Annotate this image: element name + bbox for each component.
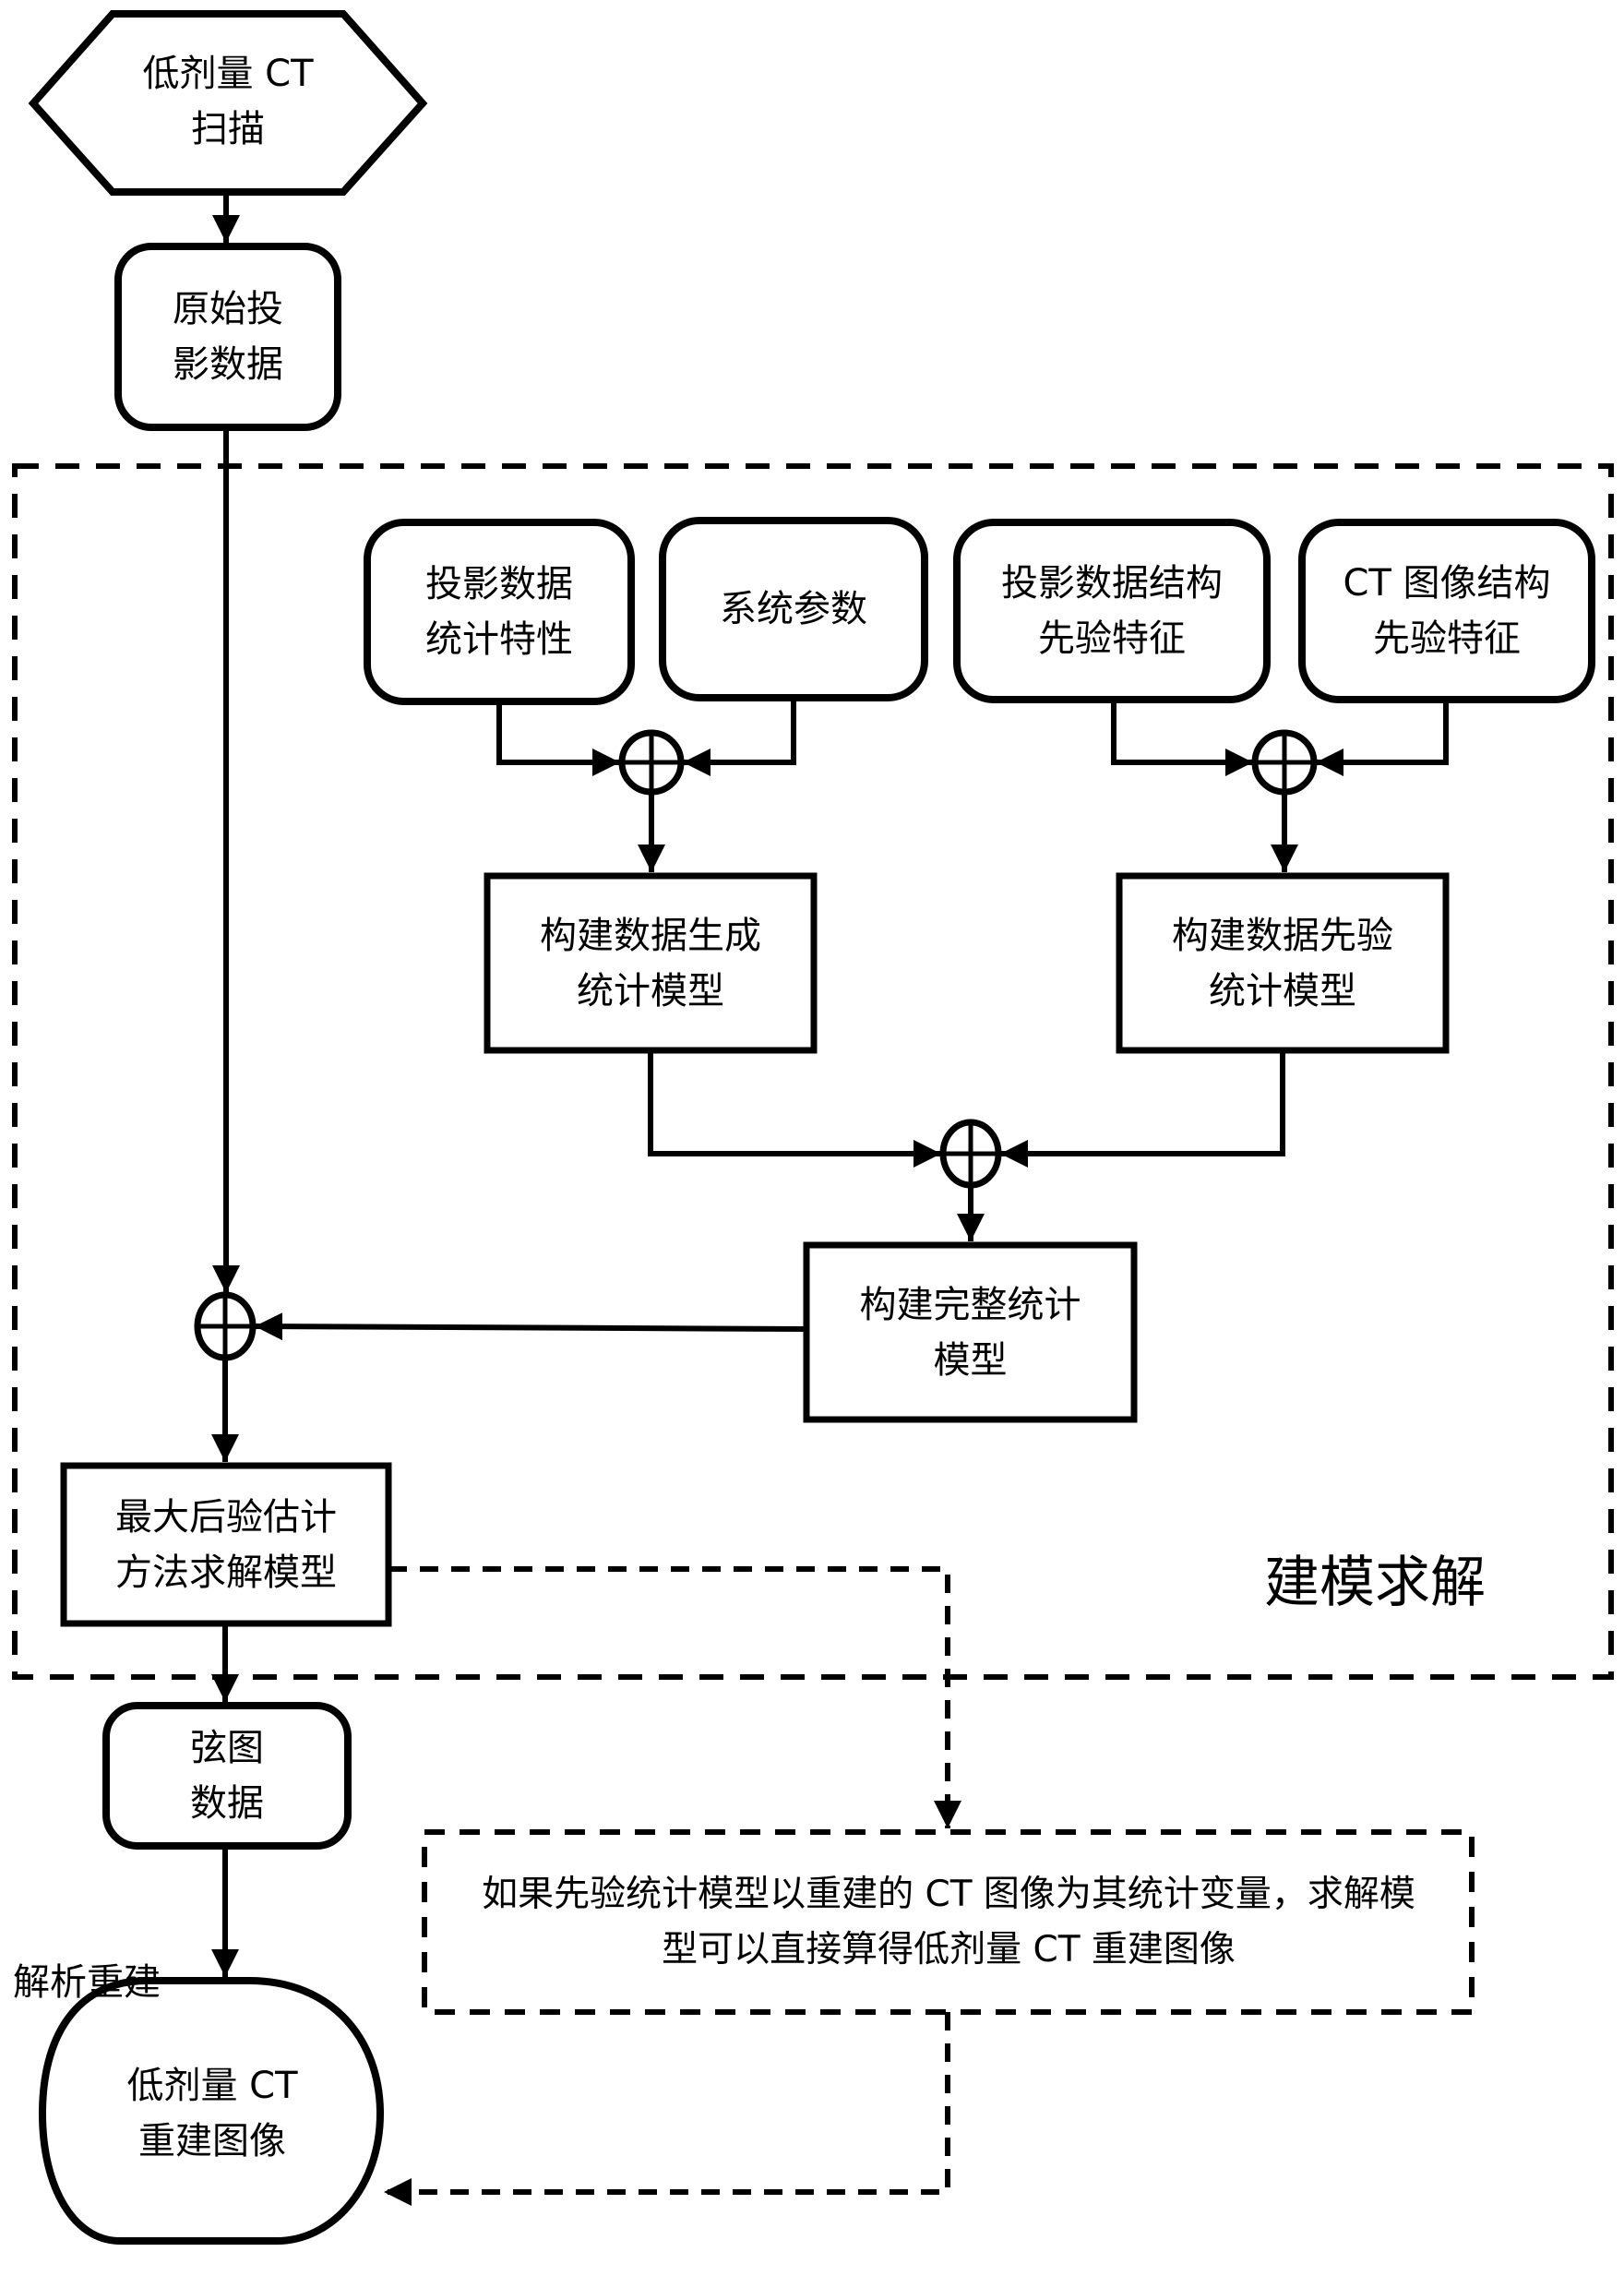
edge-imageprior-to-sum2 bbox=[1316, 700, 1449, 776]
recon-image-node-shape[interactable] bbox=[38, 1977, 385, 2245]
image-prior-node-label: CT 图像结构 先验特征 bbox=[1343, 562, 1551, 660]
edge-projprior-to-sum2 bbox=[1111, 700, 1253, 776]
full-model-node-label: 构建完整统计 模型 bbox=[859, 1283, 1081, 1382]
map-solve-node-shape[interactable] bbox=[60, 1462, 392, 1627]
sinogram-node-label: 弦图 数据 bbox=[190, 1727, 264, 1825]
edge-note-to-recon bbox=[384, 2012, 950, 2206]
modeling-group-title: 建模求解 bbox=[1264, 1551, 1486, 1615]
recon-image-node-label: 低剂量 CT 重建图像 bbox=[126, 2065, 298, 2162]
scan-node-label: 低剂量 CT 扫描 bbox=[142, 53, 314, 150]
edge-genmodel-to-sum3 bbox=[648, 1050, 941, 1168]
edge-fullmodel-to-sum4 bbox=[254, 1312, 807, 1341]
prior-model-node-label: 构建数据先验 统计模型 bbox=[1172, 914, 1393, 1012]
raw-projection-node-shape[interactable] bbox=[114, 243, 341, 431]
edge-priormodel-to-sum3 bbox=[1000, 1050, 1285, 1168]
modeling-group-frame bbox=[12, 463, 1614, 1680]
raw-projection-node-label: 原始投 影数据 bbox=[173, 288, 283, 386]
proj-stats-node-label: 投影数据 统计特性 bbox=[425, 563, 573, 661]
full-model-node-shape[interactable] bbox=[803, 1241, 1138, 1423]
analytic-recon-edge-label: 解析重建 bbox=[13, 1961, 161, 2004]
gen-model-node-label: 构建数据生成 统计模型 bbox=[540, 914, 761, 1012]
edge-map-to-note bbox=[388, 1566, 961, 1828]
scan-node-shape[interactable] bbox=[28, 10, 428, 196]
sum-junction-1 bbox=[618, 729, 685, 796]
sum-junction-3 bbox=[939, 1119, 1002, 1189]
gen-model-node-shape[interactable] bbox=[484, 872, 818, 1054]
sum-junction-4 bbox=[194, 1291, 257, 1361]
sum-junction-2 bbox=[1251, 729, 1318, 796]
edge-projstats-to-sum1 bbox=[496, 701, 620, 776]
prior-model-node-shape[interactable] bbox=[1116, 872, 1450, 1054]
note-text: 如果先验统计模型以重建的 CT 图像为其统计变量，求解模 型可以直接算得低剂量 … bbox=[482, 1873, 1415, 1971]
map-solve-node-label: 最大后验估计 方法求解模型 bbox=[115, 1495, 337, 1594]
system-params-node-label: 系统参数 bbox=[720, 588, 867, 630]
proj-prior-node-label: 投影数据结构 先验特征 bbox=[1001, 562, 1223, 660]
note-box-shape bbox=[422, 1829, 1475, 2015]
edge-sysparams-to-sum1 bbox=[683, 698, 796, 776]
